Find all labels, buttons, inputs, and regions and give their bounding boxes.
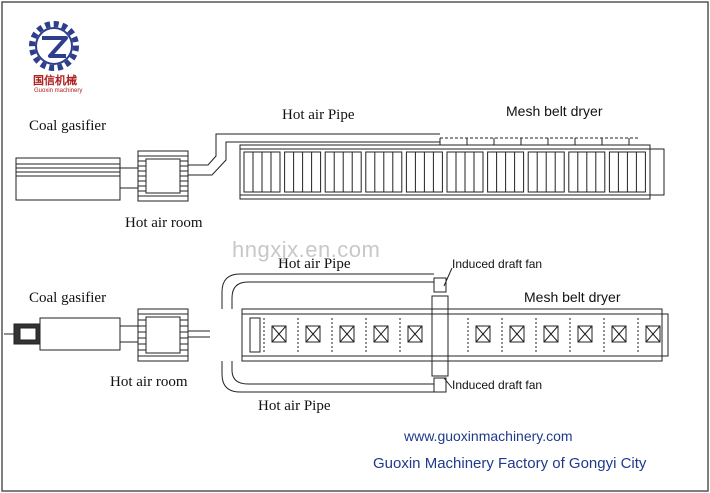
top-dryer-section bbox=[284, 151, 322, 193]
top-dryer-section bbox=[405, 151, 443, 193]
fan-bottom-leader bbox=[443, 377, 453, 389]
bottom-dryer-section bbox=[263, 318, 287, 352]
bottom-dryer-section bbox=[399, 318, 423, 352]
bottom-label-mesh-belt-dryer: Mesh belt dryer bbox=[524, 289, 621, 305]
bottom-dryer-section bbox=[365, 318, 389, 352]
bottom-label-induced-fan-top: Induced draft fan bbox=[452, 257, 543, 271]
bottom-dryer-section bbox=[467, 318, 491, 352]
top-dryer-section bbox=[365, 151, 403, 193]
bottom-label-hot-air-pipe-bottom: Hot air Pipe bbox=[258, 398, 331, 414]
bottom-coal-gasifier bbox=[4, 317, 139, 351]
bottom-label-hot-air-pipe-top: Hot air Pipe bbox=[278, 256, 351, 272]
logo-chinese-name: 国信机械 bbox=[33, 74, 77, 87]
top-dryer-section bbox=[487, 151, 525, 193]
bottom-label-induced-fan-bottom: Induced draft fan bbox=[452, 378, 543, 392]
bottom-dryer-section bbox=[569, 318, 593, 352]
bottom-dryer-section bbox=[501, 318, 525, 352]
bottom-label-hot-air-room: Hot air room bbox=[110, 374, 188, 390]
top-label-coal-gasifier: Coal gasifier bbox=[29, 118, 107, 134]
top-dryer-section bbox=[243, 151, 281, 193]
fan-top-leader bbox=[443, 267, 453, 287]
gear-logo-icon bbox=[29, 21, 79, 71]
top-label-mesh-belt-dryer: Mesh belt dryer bbox=[506, 103, 603, 119]
bottom-dryer-section bbox=[535, 318, 559, 352]
bottom-dryer-section bbox=[637, 318, 661, 352]
bottom-dryer-section bbox=[331, 318, 355, 352]
top-dryer-section bbox=[608, 151, 646, 193]
top-mesh-belt-dryer bbox=[239, 137, 665, 200]
website-link[interactable]: www.guoxinmachinery.com bbox=[404, 428, 573, 444]
watermark: hngxjx.en.com bbox=[232, 237, 381, 262]
bottom-label-coal-gasifier: Coal gasifier bbox=[29, 290, 107, 306]
bottom-dryer-section bbox=[603, 318, 627, 352]
top-dryer-section bbox=[324, 151, 362, 193]
bottom-hot-air-room bbox=[137, 308, 189, 362]
top-label-hot-air-room: Hot air room bbox=[125, 215, 203, 231]
top-dryer-section bbox=[527, 151, 565, 193]
top-hot-air-pipe bbox=[188, 133, 440, 176]
top-hot-air-room bbox=[137, 150, 189, 202]
top-coal-gasifier bbox=[15, 157, 139, 201]
bottom-mesh-belt-dryer bbox=[241, 295, 669, 377]
bottom-dryer-section bbox=[297, 318, 321, 352]
top-dryer-section bbox=[568, 151, 606, 193]
bottom-hot-air-pipe bbox=[188, 273, 447, 393]
company-name: Guoxin Machinery Factory of Gongyi City bbox=[373, 455, 647, 472]
top-dryer-section bbox=[446, 151, 484, 193]
top-label-hot-air-pipe: Hot air Pipe bbox=[282, 107, 355, 123]
logo-english-name: Guoxin machinery bbox=[34, 88, 83, 94]
